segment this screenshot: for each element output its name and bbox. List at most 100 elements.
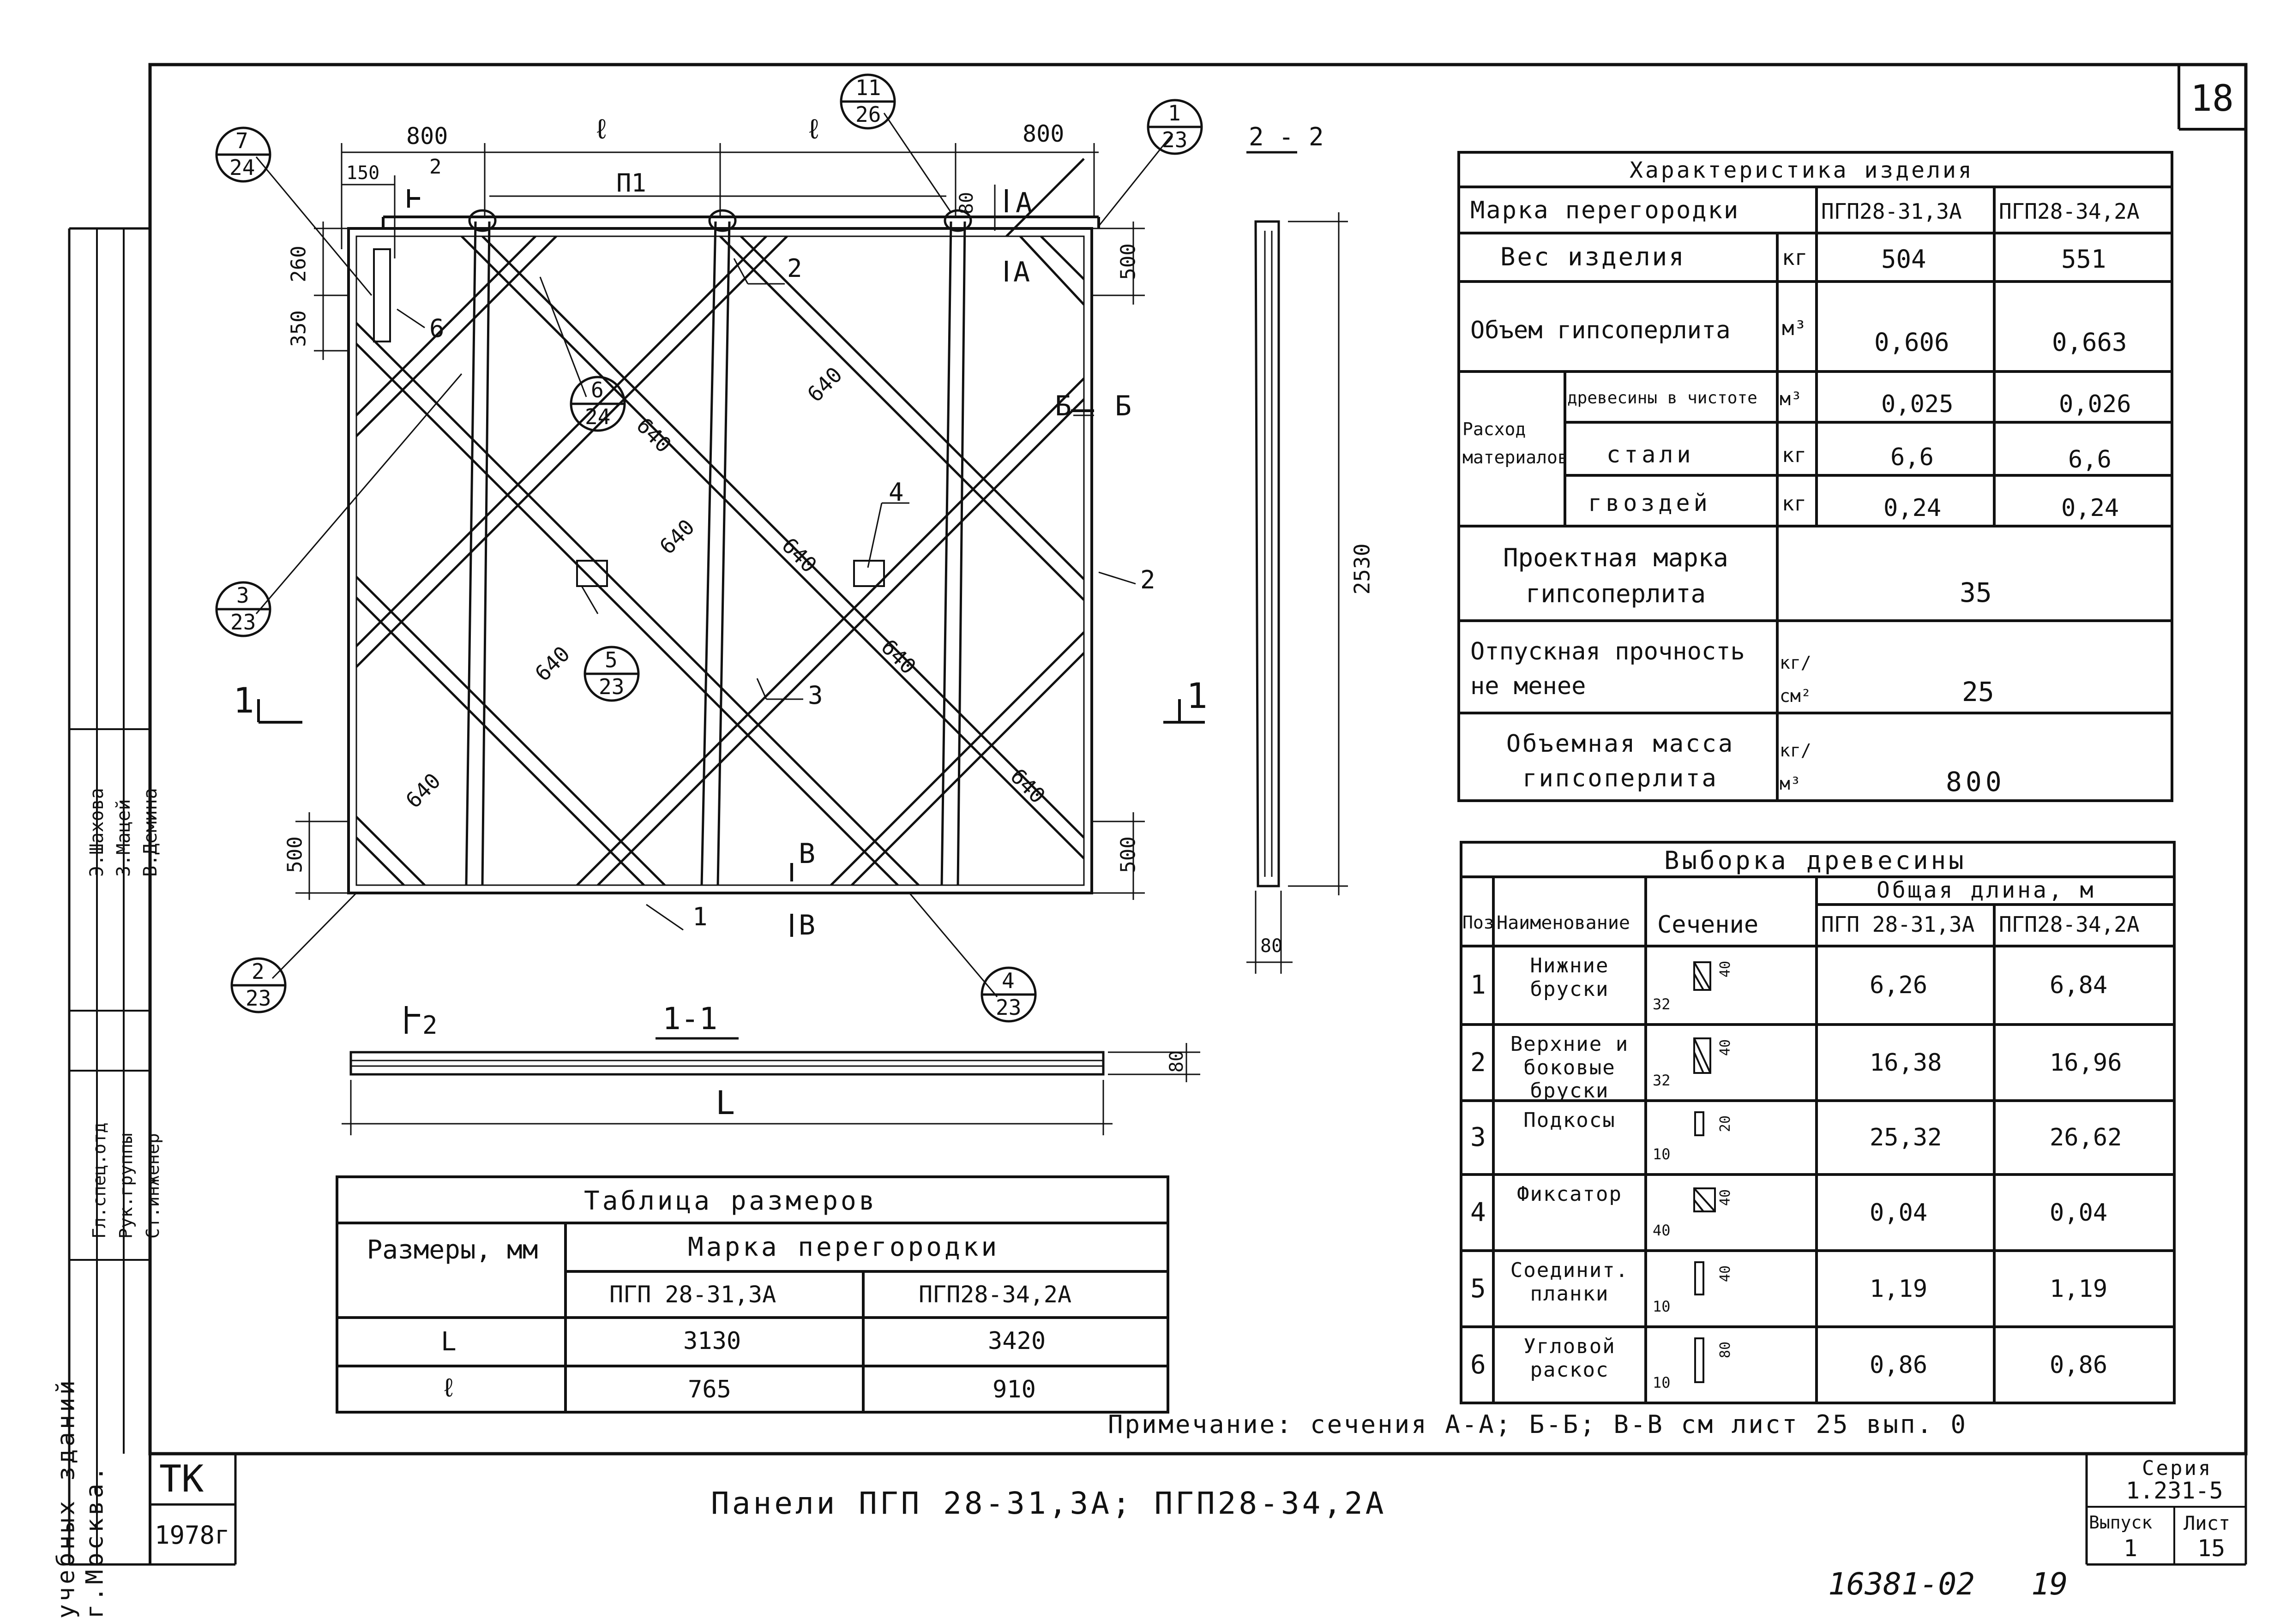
char-volume-v2: 0,663 <box>2052 328 2127 357</box>
callout-4-23-top: 4 <box>1002 968 1015 993</box>
wood-col-brand-2: ПГП28-34,2А <box>1999 912 2140 937</box>
section-marks <box>257 189 1205 1034</box>
wood-row-v2: 6,84 <box>2050 971 2108 999</box>
dim-800-left: 800 <box>406 123 448 150</box>
wood-section-icons <box>1693 961 1716 1383</box>
wood-row-v1: 0,04 <box>1870 1199 1928 1227</box>
wood-col-section: Сечение <box>1657 911 1759 939</box>
char-volume-unit: м³ <box>1782 317 1806 340</box>
wood-table-title: Выборка древесины <box>1664 846 1967 875</box>
char-density-label: Объемная масса гипсоперлита <box>1506 730 1735 793</box>
dim-table-row-L-v2: 3420 <box>988 1327 1046 1355</box>
wood-row-w: 32 <box>1653 995 1671 1013</box>
tb-issue-value: 1 <box>2124 1535 2138 1562</box>
wood-row-name: Соединит. планки <box>1510 1258 1629 1306</box>
wood-col-pos: Поз <box>1462 912 1494 933</box>
wood-row-h: 80 <box>1717 1341 1734 1359</box>
char-weight-v2: 551 <box>2061 245 2106 274</box>
callout-1-23-top: 1 <box>1168 101 1181 126</box>
dim-80-top: 80 <box>956 192 978 215</box>
wood-row-name: Верхние и боковые бруски <box>1510 1032 1629 1103</box>
tb-role-1: Гл.спец.отд <box>89 1122 109 1239</box>
callout-5-23-bottom: 23 <box>599 674 625 699</box>
wood-row-name: Подкосы <box>1523 1109 1616 1132</box>
char-volume-v1: 0,606 <box>1874 328 1949 357</box>
section-1-1-length: L <box>716 1084 735 1122</box>
pos-6: 6 <box>429 314 445 343</box>
wood-row-v2: 1,19 <box>2050 1275 2108 1303</box>
callout-11-26-top: 11 <box>855 75 881 100</box>
tb-series-value: 1.231-5 <box>2126 1477 2223 1504</box>
char-steel-unit: кг <box>1782 443 1806 467</box>
char-wood-v1: 0,025 <box>1881 390 1954 418</box>
pos-2-tiny: 2 <box>429 155 442 179</box>
dim-table-brand-2: ПГП28-34,2А <box>919 1281 1072 1308</box>
callout-2-23-bottom: 23 <box>246 986 271 1011</box>
char-project-label: Проектная марка гипсоперлита <box>1503 543 1728 609</box>
char-strength-unit: кг/см² <box>1780 653 1811 707</box>
tb-org: учебных зданий г.Москва. <box>52 1378 109 1619</box>
callout-3-23-bottom: 23 <box>230 610 256 635</box>
char-table-brand-label: Марка перегородки <box>1470 197 1740 224</box>
wood-row-pos: 6 <box>1470 1349 1486 1380</box>
wood-row-name: Фиксатор <box>1517 1182 1622 1206</box>
wood-row-w: 32 <box>1653 1072 1671 1089</box>
wood-row-name: Угловой раскос <box>1523 1335 1616 1382</box>
pos-3: 3 <box>808 681 823 710</box>
wood-col-length: Общая длина, м <box>1877 877 2096 903</box>
char-table-brand-2: ПГП28-34,2А <box>1999 199 2140 224</box>
char-weight-v1: 504 <box>1881 245 1926 274</box>
char-weight-unit: кг <box>1782 245 1808 270</box>
sect-a-top: А <box>1016 187 1033 219</box>
section-2-2 <box>1246 151 1348 974</box>
dim-500-left: 500 <box>283 836 307 873</box>
section-2-2-height: 2530 <box>1349 543 1375 595</box>
tb-sheet-value: 15 <box>2197 1535 2226 1562</box>
char-wood-v2: 0,026 <box>2059 390 2131 418</box>
wood-row-pos: 2 <box>1470 1047 1486 1078</box>
callout-2-23-top: 2 <box>252 959 265 984</box>
char-nails-label: гвоздей <box>1588 490 1711 516</box>
section-2-2-width: 80 <box>1260 935 1283 957</box>
dim-l-2: ℓ <box>806 113 823 145</box>
wood-row-h: 40 <box>1717 1189 1734 1206</box>
dim-350: 350 <box>287 310 311 347</box>
char-steel-label: стали <box>1606 441 1695 468</box>
callout-3-23-top: 3 <box>236 583 249 608</box>
section-1-1-title: 1-1 <box>662 1001 718 1037</box>
wood-row-v2: 26,62 <box>2050 1124 2122 1151</box>
sect-b-left: Б <box>1055 390 1072 422</box>
wood-row-pos: 4 <box>1470 1197 1486 1228</box>
char-table-grid <box>1457 151 2173 802</box>
callout-circles <box>215 73 1203 1023</box>
pos-2-top: 2 <box>787 254 802 283</box>
tb-name-1: Э.Шахова <box>86 788 108 877</box>
callout-6-24-top: 6 <box>591 378 604 402</box>
char-density-value: 800 <box>1946 766 2005 797</box>
panel-posts <box>465 209 972 886</box>
dim-table-title: Таблица размеров <box>584 1186 878 1216</box>
tb-code: ТК <box>159 1457 204 1500</box>
wood-row-name: Нижние бруски <box>1530 954 1609 1001</box>
section-1-1 <box>342 1037 1200 1135</box>
sect-b-right: Б <box>1115 390 1132 422</box>
callout-1-23-bottom: 23 <box>1162 127 1188 152</box>
char-weight-label: Вес изделия <box>1500 242 1686 271</box>
dim-table-grid <box>336 1175 1169 1414</box>
callout-4-23-bottom: 23 <box>996 995 1022 1020</box>
wood-row-w: 10 <box>1653 1374 1671 1391</box>
char-steel-v2: 6,6 <box>2068 446 2112 473</box>
dim-500-right-top: 500 <box>1116 243 1140 280</box>
wood-row-v2: 16,96 <box>2050 1049 2122 1077</box>
panel-dimensions <box>295 143 1145 900</box>
callout-7-24-top: 7 <box>235 128 248 153</box>
wood-row-w: 40 <box>1653 1222 1671 1239</box>
leader-lines <box>255 113 1173 997</box>
char-consumption-label: Расход материалов <box>1462 419 1568 467</box>
dim-table-row-L-v1: 3130 <box>683 1327 741 1355</box>
tb-name-3: В.Демина <box>140 788 161 877</box>
dim-l-1: ℓ <box>593 113 610 145</box>
char-wood-label: древесины в чистоте <box>1567 389 1757 407</box>
char-wood-unit: м³ <box>1780 389 1802 410</box>
